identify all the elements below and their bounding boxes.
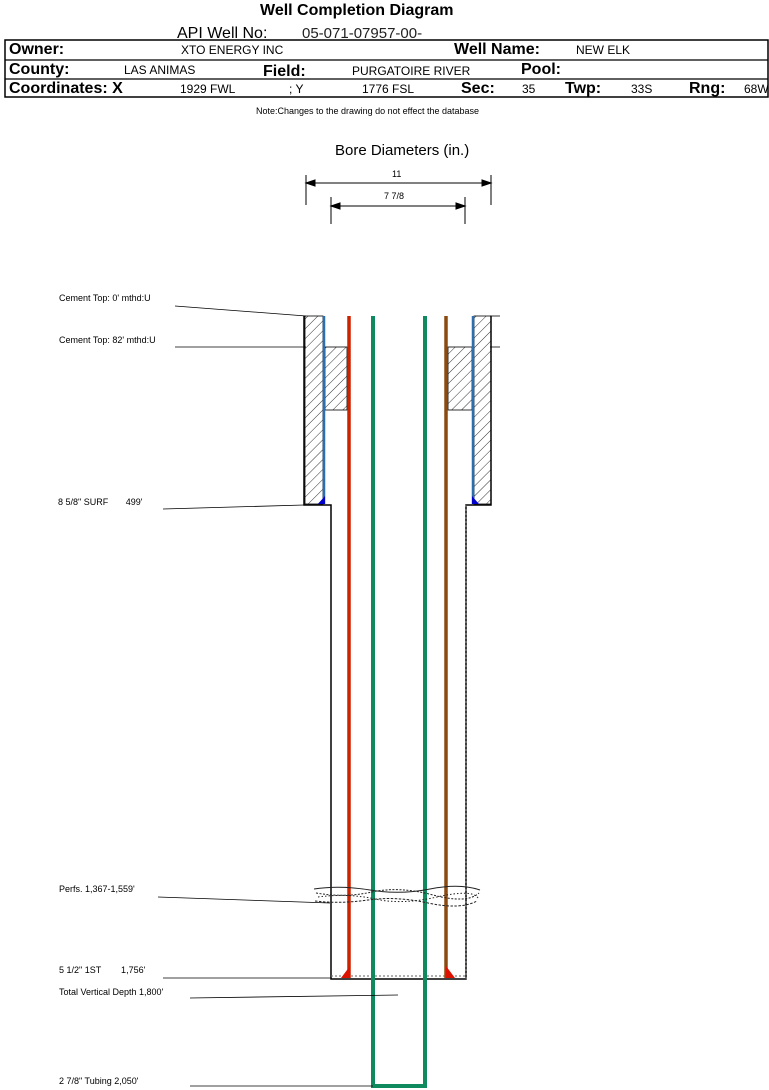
header-table xyxy=(4,39,769,98)
surface-casing xyxy=(318,316,479,504)
county-value: LAS ANIMAS xyxy=(124,63,196,77)
api-well-label: API Well No: xyxy=(177,25,268,42)
bore-dimension-lines xyxy=(304,175,493,224)
field-value: PURGATOIRE RIVER xyxy=(352,64,471,78)
range-label: Rng: xyxy=(689,80,726,97)
pool-label: Pool: xyxy=(521,61,561,78)
surface-casing-label: 8 5/8" SURF 499' xyxy=(58,497,143,507)
outer-bore-diameter-label: 11 xyxy=(392,169,402,179)
section-value: 35 xyxy=(522,82,536,96)
township-value: 33S xyxy=(631,82,653,96)
township-label: Twp: xyxy=(565,80,602,97)
annotation-leaders xyxy=(157,305,500,1087)
production-casing-label: 5 1/2" 1ST 1,756' xyxy=(59,965,146,975)
leader-perfs xyxy=(157,896,331,904)
y-coordinate-label: ; Y xyxy=(289,82,304,96)
cement-top-production-label: Cement Top: 82' mthd:U xyxy=(59,335,156,345)
production-casing xyxy=(341,316,455,978)
surface-casing-shoe-left xyxy=(318,496,325,504)
wellbore-outline xyxy=(303,316,492,980)
production-casing-shoe-right xyxy=(446,966,455,978)
production-casing-shoe-left xyxy=(341,966,350,978)
section-label: Sec: xyxy=(461,80,495,97)
surface-casing-shoe-right xyxy=(472,496,479,504)
perforations-label: Perfs. 1,367-1,559' xyxy=(59,884,135,894)
production-cement xyxy=(324,346,473,411)
arrow-right-outer xyxy=(481,179,493,187)
leader-tvd xyxy=(189,994,399,999)
owner-value: XTO ENERGY INC xyxy=(181,43,284,57)
field-label: Field: xyxy=(263,63,306,80)
tubing-string xyxy=(371,316,427,1088)
coordinates-label: Coordinates: X xyxy=(9,80,123,97)
bore-diameters-title: Bore Diameters (in.) xyxy=(335,142,470,159)
x-coordinate-value: 1929 FWL xyxy=(180,82,236,96)
cement-top-surface-label: Cement Top: 0' mthd:U xyxy=(59,293,151,303)
well-name-value: NEW ELK xyxy=(576,43,631,57)
tubing-label: 2 7/8" Tubing 2,050' xyxy=(59,1076,139,1086)
well-name-label: Well Name: xyxy=(454,41,540,58)
api-well-value: 05-071-07957-00- xyxy=(302,25,423,42)
perforation-zone xyxy=(313,885,481,907)
arrow-left-inner xyxy=(329,202,341,210)
county-label: County: xyxy=(9,61,70,78)
owner-label: Owner: xyxy=(9,41,65,58)
arrow-left-outer xyxy=(304,179,316,187)
range-value: 68W xyxy=(744,82,769,96)
inner-bore-diameter-label: 7 7/8 xyxy=(384,191,405,201)
leader-cement-top-1 xyxy=(174,305,307,317)
surface-cement xyxy=(304,315,492,505)
y-coordinate-value: 1776 FSL xyxy=(362,82,415,96)
leader-surface-casing xyxy=(162,504,305,510)
total-vertical-depth-label: Total Vertical Depth 1,800' xyxy=(59,987,164,997)
database-note: Note:Changes to the drawing do not effec… xyxy=(256,106,479,116)
diagram-title: Well Completion Diagram xyxy=(260,2,454,19)
arrow-right-inner xyxy=(455,202,467,210)
